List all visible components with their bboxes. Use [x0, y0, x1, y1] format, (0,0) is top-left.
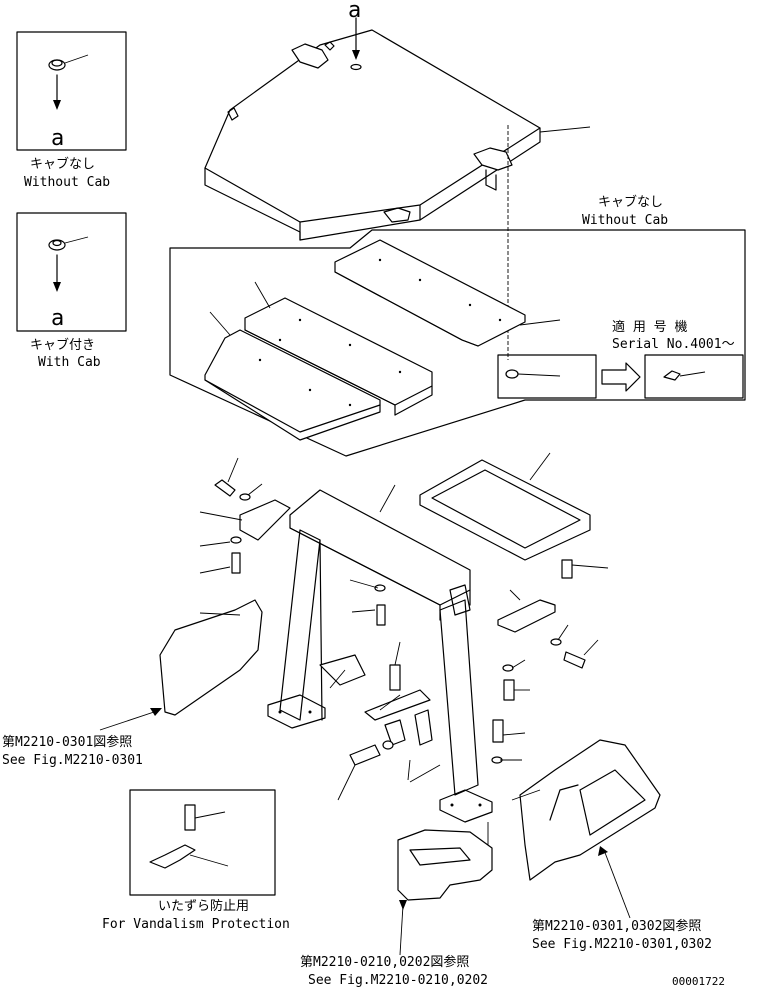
- center-fasteners: [319, 579, 441, 801]
- leader-floor-bottom: [209, 311, 231, 336]
- arrow-right-icon: [601, 362, 641, 392]
- serial-en: Serial No.4001～: [612, 337, 735, 352]
- arrow-a-head: [352, 50, 360, 60]
- floor-plate-mid: [244, 297, 433, 416]
- left-side-cover: [159, 599, 263, 716]
- arrow-ref-left: [150, 708, 162, 716]
- ref-left-jp: 第M2210-0301図参照: [2, 734, 132, 750]
- inset-without-cab-en: Without Cab: [24, 175, 110, 190]
- leader-ref-left: [99, 709, 161, 731]
- inset-with-cab-jp: キャブ付き: [30, 337, 95, 353]
- detail-a-letter: a: [348, 0, 361, 23]
- right-fasteners: [491, 559, 609, 764]
- leader-ref-right: [603, 849, 631, 919]
- old-cap: [505, 369, 519, 379]
- floor-group-outline: [169, 229, 746, 457]
- roof-panel: [204, 29, 541, 241]
- inset-without-cab-jp: キャブなし: [30, 156, 95, 172]
- new-cap: [663, 370, 681, 381]
- vandalism-en: For Vandalism Protection: [102, 917, 290, 932]
- arrow-ref-bottom: [399, 900, 407, 910]
- bottom-center-component: [397, 822, 493, 901]
- inset-without-cab-letter: a: [51, 126, 64, 151]
- inset-with-cab-en: With Cab: [38, 355, 101, 370]
- floor-group-en: Without Cab: [582, 213, 668, 228]
- leader-frame: [379, 484, 396, 513]
- vandalism-jp: いたずら防止用: [158, 898, 249, 914]
- ref-bottom-jp: 第M2210-0210,0202図参照: [300, 954, 469, 970]
- cap-icon-1: [48, 54, 89, 110]
- leader-floor-mid: [254, 281, 271, 309]
- leader-new-cap: [679, 371, 706, 377]
- floor-plate-bottom: [204, 329, 381, 441]
- leader-ref-bottom: [399, 904, 404, 956]
- leader-old-cap: [517, 373, 561, 377]
- leader-roof: [539, 126, 591, 133]
- inset-with-cab-letter: a: [51, 306, 64, 331]
- vandalism-parts: [149, 804, 229, 869]
- ref-right-jp: 第M2210-0301,0302図参照: [532, 918, 701, 934]
- arrow-ref-right: [598, 846, 608, 856]
- left-fasteners: [199, 457, 291, 574]
- frame-structure: [267, 489, 493, 823]
- inset-box-without-cab: [16, 31, 127, 151]
- right-tray: [419, 459, 591, 561]
- ref-bottom-en: See Fig.M2210-0210,0202: [308, 973, 488, 988]
- vandalism-box: [129, 789, 276, 896]
- floor-plate-top: [334, 239, 526, 347]
- inset-box-with-cab: [16, 212, 127, 332]
- ref-right-en: See Fig.M2210-0301,0302: [532, 937, 712, 952]
- drawing-number: 00001722: [672, 975, 725, 988]
- floor-group-jp: キャブなし: [598, 194, 663, 210]
- leader-floor-top: [519, 319, 561, 326]
- serial-box-new: [644, 354, 744, 399]
- serial-jp: 適 用 号 機: [612, 319, 687, 335]
- ref-left-en: See Fig.M2210-0301: [2, 753, 143, 768]
- serial-box-old: [497, 354, 597, 399]
- leader-tray: [529, 452, 551, 481]
- cap-icon-2: [48, 236, 89, 292]
- right-rear-component: [511, 739, 661, 881]
